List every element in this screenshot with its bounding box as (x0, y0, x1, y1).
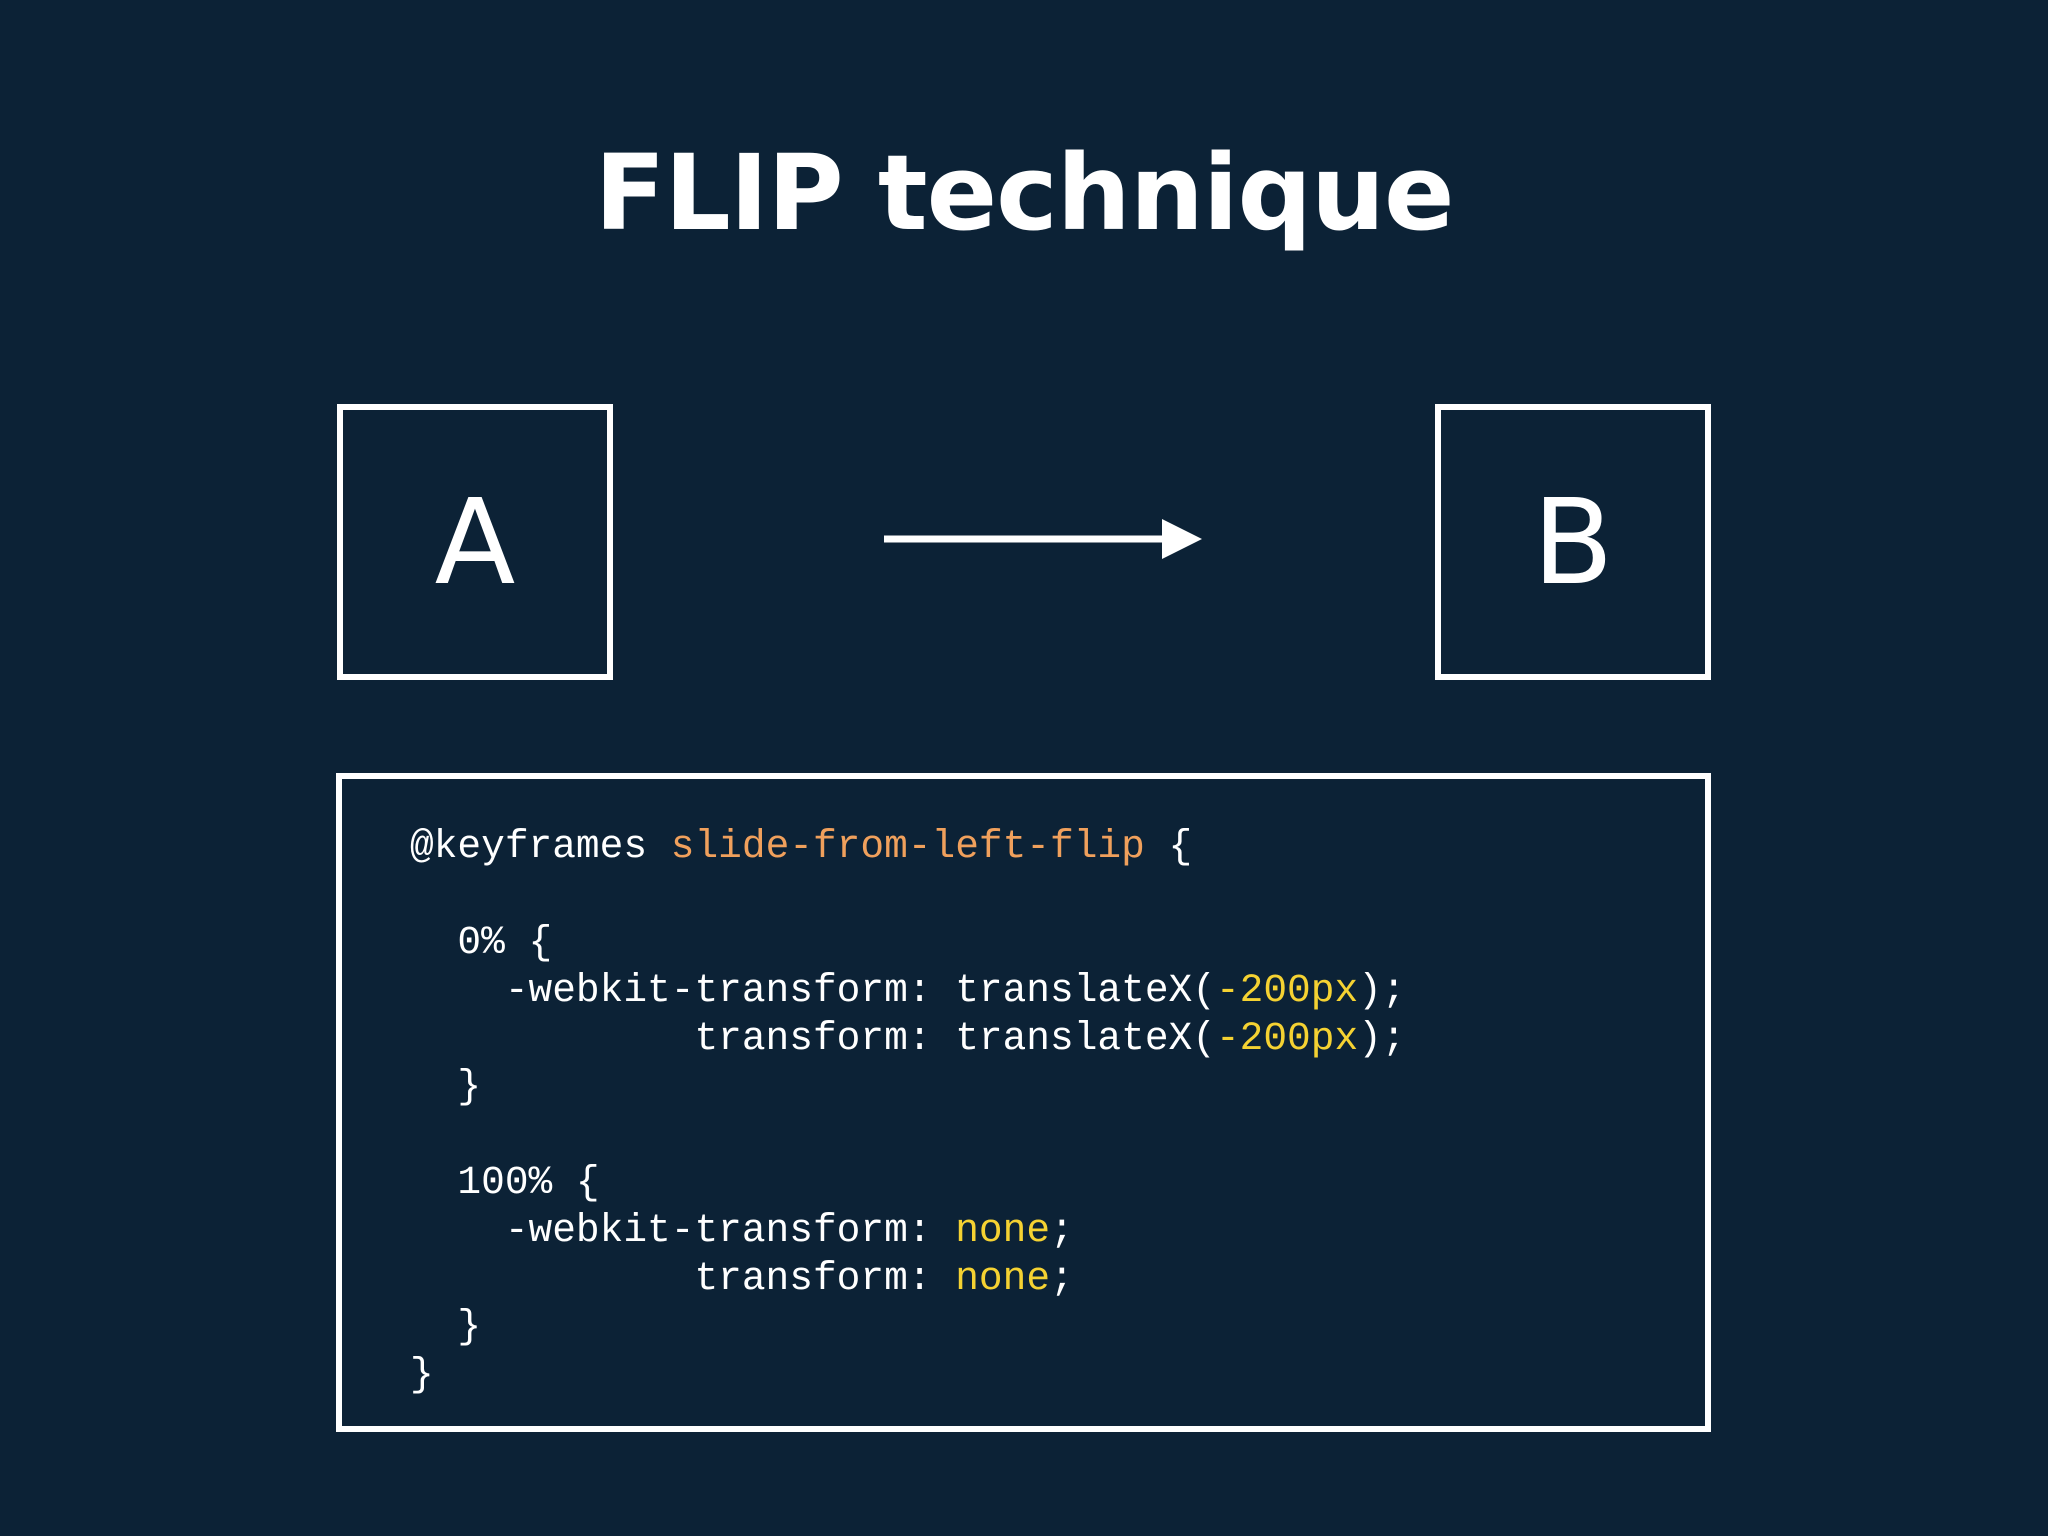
box-a: A (337, 404, 613, 680)
code-token: } (410, 1352, 434, 1397)
code-token: ); (1358, 968, 1406, 1013)
code-line: -webkit-transform: translateX(-200px); (410, 967, 1406, 1015)
code-line: transform: none; (410, 1255, 1406, 1303)
code-token: 0% { (410, 920, 553, 965)
box-b-label: B (1532, 473, 1614, 611)
code-value: none (955, 1256, 1051, 1301)
right-arrow-icon (884, 519, 1202, 559)
code-line: -webkit-transform: none; (410, 1207, 1406, 1255)
code-token: transform: (410, 1256, 956, 1301)
code-panel: @keyframes slide-from-left-flip { 0% { -… (336, 773, 1711, 1432)
code-token: { (1144, 824, 1193, 869)
code-line: transform: translateX(-200px); (410, 1015, 1406, 1063)
code-token: } (410, 1064, 482, 1109)
code-line-blank (410, 1111, 1406, 1159)
code-line: @keyframes slide-from-left-flip { (410, 823, 1406, 871)
code-line: 0% { (410, 919, 1406, 967)
code-token: 100% { (410, 1160, 600, 1205)
code-line: } (410, 1303, 1406, 1351)
box-b: B (1435, 404, 1711, 680)
code-line-blank (410, 871, 1406, 919)
code-line: } (410, 1351, 1406, 1399)
code-line: } (410, 1063, 1406, 1111)
keyframes-name: slide-from-left-flip (670, 824, 1145, 869)
code-token: ); (1358, 1016, 1406, 1061)
code-value: -200px (1215, 1016, 1359, 1061)
code-token: } (410, 1304, 482, 1349)
code-token: transform: translateX( (410, 1016, 1216, 1061)
code-line: 100% { (410, 1159, 1406, 1207)
code-token: @keyframes (410, 824, 671, 869)
code-block: @keyframes slide-from-left-flip { 0% { -… (410, 823, 1406, 1399)
code-token: ; (1050, 1256, 1074, 1301)
box-a-label: A (434, 473, 516, 611)
code-value: none (955, 1208, 1051, 1253)
code-token: -webkit-transform: translateX( (410, 968, 1216, 1013)
code-value: -200px (1215, 968, 1359, 1013)
code-token: -webkit-transform: (410, 1208, 956, 1253)
slide-title: FLIP technique (594, 132, 1454, 254)
code-token: ; (1050, 1208, 1074, 1253)
